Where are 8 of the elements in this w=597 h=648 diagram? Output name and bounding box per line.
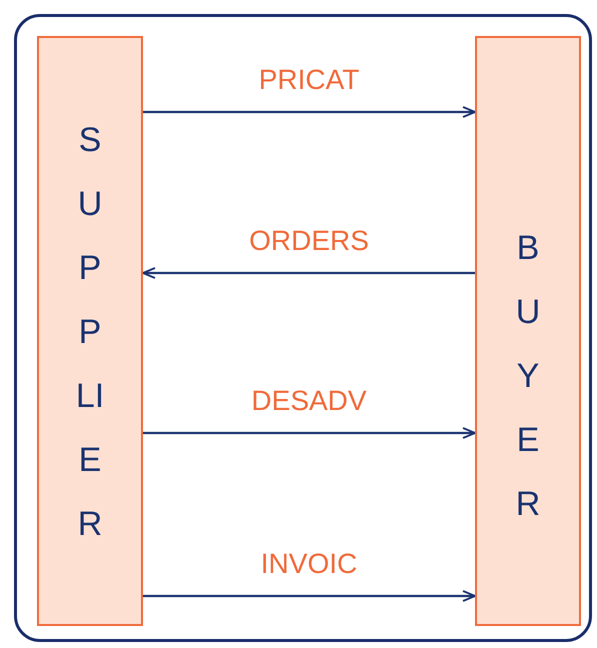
arrow xyxy=(143,106,476,118)
party-name: BUYER xyxy=(514,228,542,525)
party-name: SUPPLIER xyxy=(74,120,106,545)
arrow xyxy=(142,267,475,279)
arrow xyxy=(143,427,476,439)
party-box xyxy=(37,36,143,626)
party-box xyxy=(475,36,581,626)
arrow xyxy=(143,590,476,602)
